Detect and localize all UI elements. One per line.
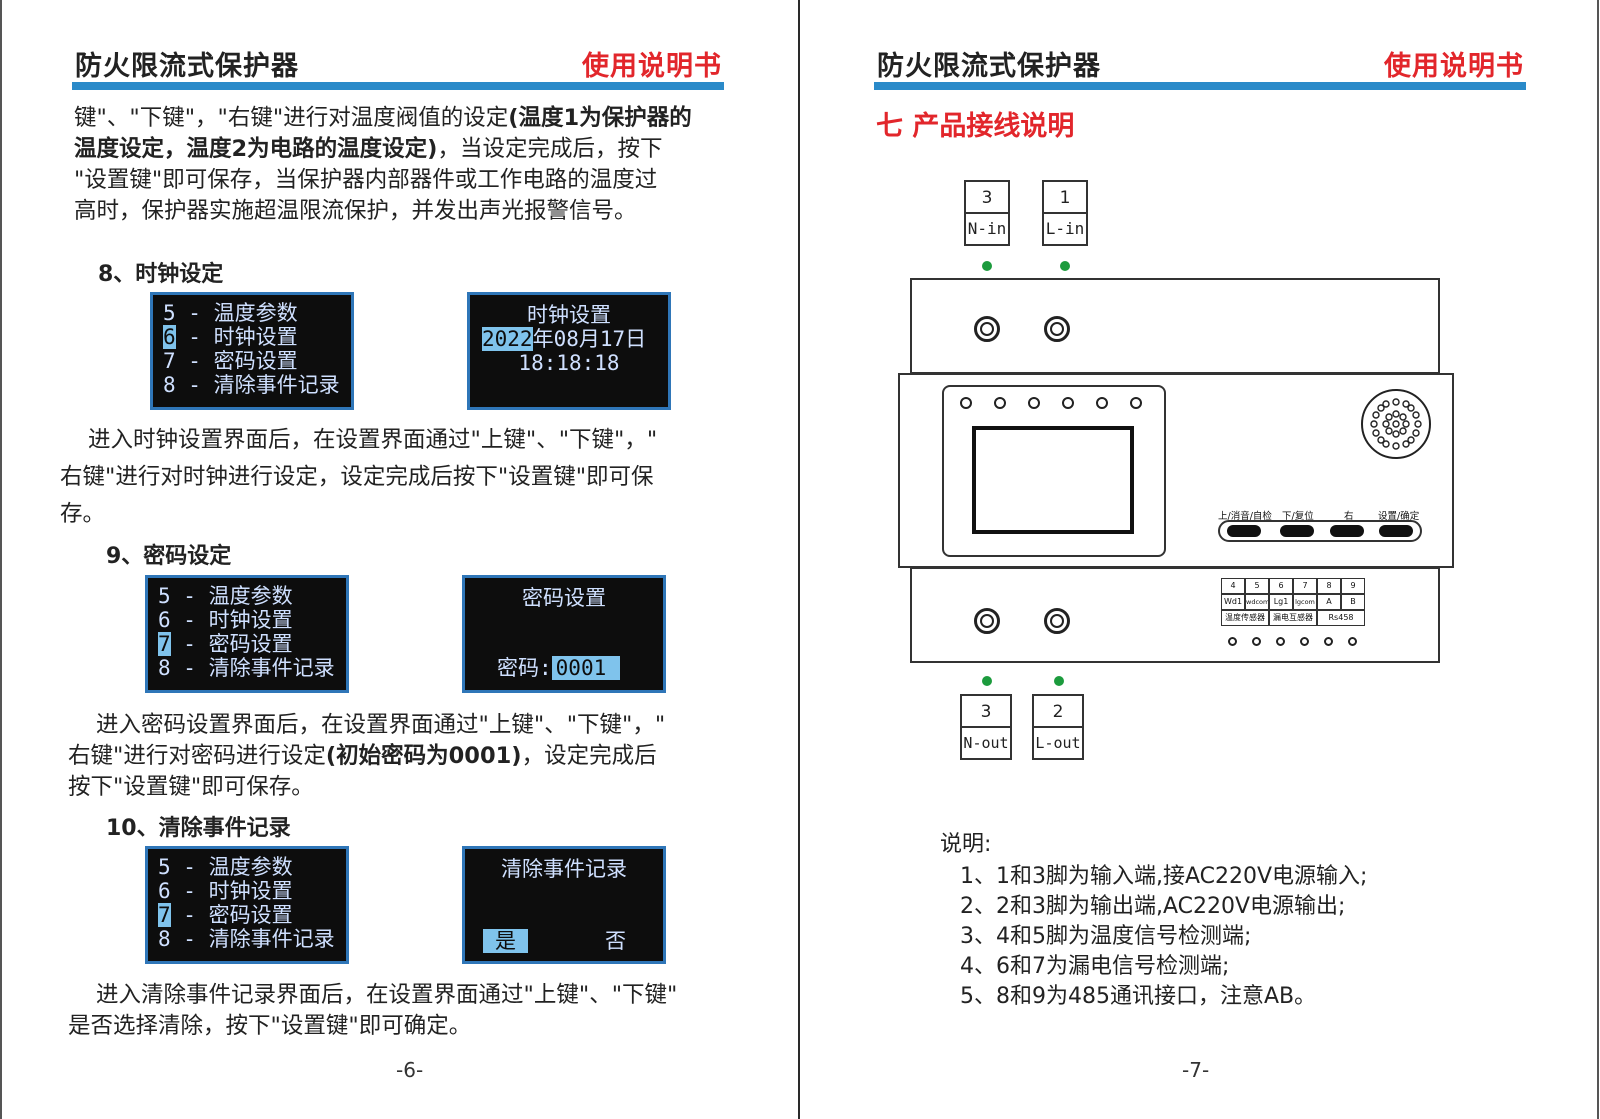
- indicator-dot: [982, 676, 992, 686]
- menu-screen-clear: 5 - 温度参数 6 - 时钟设置 7 - 密码设置 8 - 清除事件记录: [145, 846, 349, 964]
- page-edge: [1597, 0, 1599, 1119]
- password-screen-title: 密码设置: [522, 586, 606, 610]
- clear-description: 进入清除事件记录界面后，在设置界面通过"上键"、"下键" 是否选择清除，按下"设…: [68, 982, 678, 1039]
- down-reset-button[interactable]: [1280, 525, 1314, 537]
- indicator-dot: [1060, 261, 1070, 271]
- signal-terminal-screw: [1276, 637, 1285, 646]
- header-manual: 使用说明书: [1384, 51, 1524, 82]
- section-title: 七 产品接线说明: [876, 111, 1075, 142]
- led-indicator: [1130, 397, 1142, 409]
- terminal-l-out: 2 L-out: [1032, 694, 1084, 760]
- indicator-dot: [982, 261, 992, 271]
- screw-knob: [974, 608, 1000, 634]
- password-value: 0001: [551, 656, 621, 680]
- screw-knob: [1044, 316, 1070, 342]
- password-row: 密码:0001: [497, 656, 621, 680]
- page-6: 防火限流式保护器 使用说明书 键"、"下键"，"右键"进行对温度阀值的设定(温度…: [0, 0, 724, 1119]
- password-heading: 9、密码设定: [106, 544, 232, 569]
- page-number-right: -7-: [1182, 1058, 1210, 1082]
- display-window: [972, 426, 1134, 534]
- clear-heading: 10、清除事件记录: [106, 816, 291, 841]
- book-spine: [798, 0, 801, 1119]
- note-item: 4、6和7为漏电信号检测端;: [960, 954, 1230, 979]
- screw-knob: [1044, 608, 1070, 634]
- led-indicator: [960, 397, 972, 409]
- header-bar: [874, 82, 1526, 90]
- led-indicator: [1096, 397, 1108, 409]
- clock-heading: 8、时钟设定: [98, 262, 224, 287]
- clear-no-option: 否: [605, 929, 626, 953]
- signal-terminal-screw: [1348, 637, 1357, 646]
- menu-screen-clock: 5 - 温度参数 6 - 时钟设置 7 - 密码设置 8 - 清除事件记录: [150, 292, 354, 410]
- header-manual: 使用说明书: [582, 51, 722, 82]
- note-item: 1、1和3脚为输入端,接AC220V电源输入;: [960, 864, 1368, 889]
- up-mute-button[interactable]: [1227, 525, 1261, 537]
- clear-records-screen: 清除事件记录 是 否: [462, 846, 666, 964]
- header-title: 防火限流式保护器: [75, 51, 299, 82]
- page-edge: [0, 0, 2, 1119]
- button-label-up: 上/消音/自检: [1218, 511, 1272, 522]
- note-item: 5、8和9为485通讯接口，注意AB。: [960, 984, 1317, 1009]
- indicator-dot: [1054, 676, 1064, 686]
- header-title: 防火限流式保护器: [877, 51, 1101, 82]
- signal-terminal-screw: [1252, 637, 1261, 646]
- right-button[interactable]: [1330, 525, 1364, 537]
- signal-terminal-screw: [1300, 637, 1309, 646]
- clear-yes-option: 是: [483, 929, 528, 953]
- page-number-left: -6-: [396, 1058, 424, 1082]
- signal-terminal-screw: [1228, 637, 1237, 646]
- note-item: 2、2和3脚为输出端,AC220V电源输出;: [960, 894, 1346, 919]
- button-label-right: 右: [1344, 511, 1354, 522]
- menu-screen-password: 5 - 温度参数 6 - 时钟设置 7 - 密码设置 8 - 清除事件记录: [145, 575, 349, 693]
- clock-screen-title: 时钟设置: [527, 303, 611, 327]
- intro-paragraph: 键"、"下键"，"右键"进行对温度阀值的设定(温度1为保护器的 温度设定，温度2…: [74, 105, 692, 224]
- led-indicator: [1028, 397, 1040, 409]
- note-item: 3、4和5脚为温度信号检测端;: [960, 924, 1252, 949]
- button-panel: [1218, 520, 1422, 542]
- terminal-n-out: 3 N-out: [960, 694, 1012, 760]
- notes-title: 说明:: [940, 832, 992, 857]
- signal-terminal-screw: [1324, 637, 1333, 646]
- clock-setting-screen: 时钟设置 2022年08月17日 18:18:18: [467, 292, 671, 410]
- terminal-n-in: 3 N-in: [964, 180, 1010, 246]
- terminal-l-in: 1 L-in: [1042, 180, 1088, 246]
- page-7: 防火限流式保护器 使用说明书 七 产品接线说明 3 N-in 1 L-in: [800, 0, 1600, 1119]
- password-description: 进入密码设置界面后，在设置界面通过"上键"、"下键"，" 右键"进行对密码进行设…: [68, 712, 666, 800]
- led-indicator: [1062, 397, 1074, 409]
- button-label-down: 下/复位: [1282, 511, 1314, 522]
- screw-knob: [974, 316, 1000, 342]
- clock-time: 18:18:18: [518, 351, 620, 375]
- header-bar: [72, 82, 724, 90]
- clear-screen-title: 清除事件记录: [501, 857, 627, 881]
- set-confirm-button[interactable]: [1379, 525, 1413, 537]
- buzzer-speaker-icon: [1360, 388, 1432, 460]
- clock-description: 进入时钟设置界面后，在设置界面通过"上键"、"下键"，" 右键"进行对时钟进行设…: [60, 427, 658, 527]
- button-label-set: 设置/确定: [1378, 511, 1420, 522]
- led-indicator: [994, 397, 1006, 409]
- password-setting-screen: 密码设置 密码:0001: [462, 575, 666, 693]
- clock-date: 2022年08月17日: [482, 327, 647, 351]
